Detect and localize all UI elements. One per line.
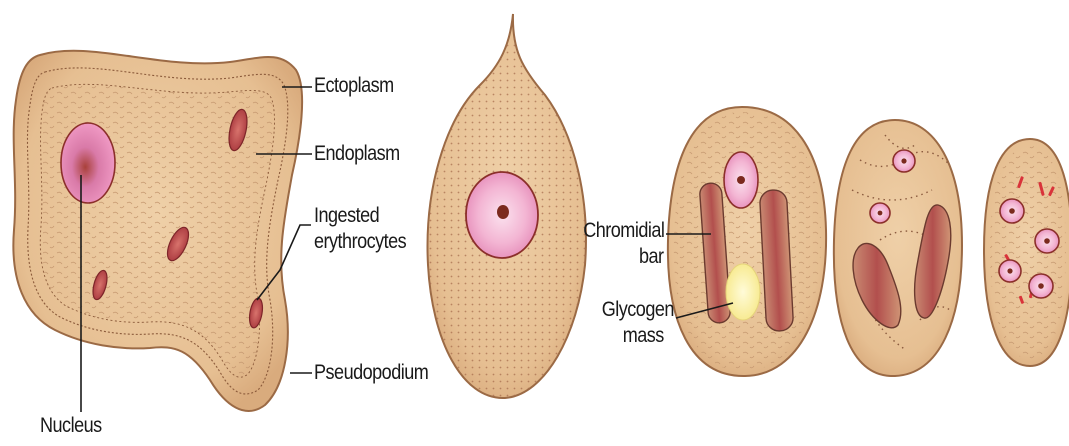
- karyosome: [1038, 283, 1044, 289]
- label-chromidial-line1: Chromidial: [583, 219, 664, 243]
- karyosome: [497, 205, 509, 219]
- cyst1-texture: [674, 112, 821, 371]
- binucleate-cyst: [834, 120, 962, 376]
- label-chromidial-line2: bar: [639, 245, 664, 269]
- precyst: [428, 14, 586, 398]
- label-pseudopodium: Pseudopodium: [314, 361, 428, 385]
- glycogen-mass: [726, 264, 760, 320]
- karyosome: [1044, 238, 1050, 244]
- karyosome: [737, 176, 745, 184]
- label-ingested-line1: Ingested: [314, 204, 379, 228]
- uninucleate-cyst: [666, 107, 826, 376]
- label-nucleus: Nucleus: [40, 414, 102, 438]
- label-ectoplasm: Ectoplasm: [314, 74, 394, 98]
- label-ingested-line2: erythrocytes: [314, 230, 406, 254]
- karyosome: [878, 211, 883, 216]
- karyosome: [901, 158, 906, 163]
- label-glycogen-line2: mass: [623, 324, 664, 348]
- label-glycogen-line1: Glycogen: [602, 298, 674, 322]
- trophozoite: [13, 51, 312, 412]
- nucleus: [61, 123, 115, 203]
- cyst3-texture: [990, 146, 1066, 359]
- karyosome: [1009, 208, 1015, 214]
- quadrinucleate-cyst: [984, 139, 1069, 366]
- karyosome: [1007, 268, 1012, 273]
- label-endoplasm: Endoplasm: [314, 142, 400, 166]
